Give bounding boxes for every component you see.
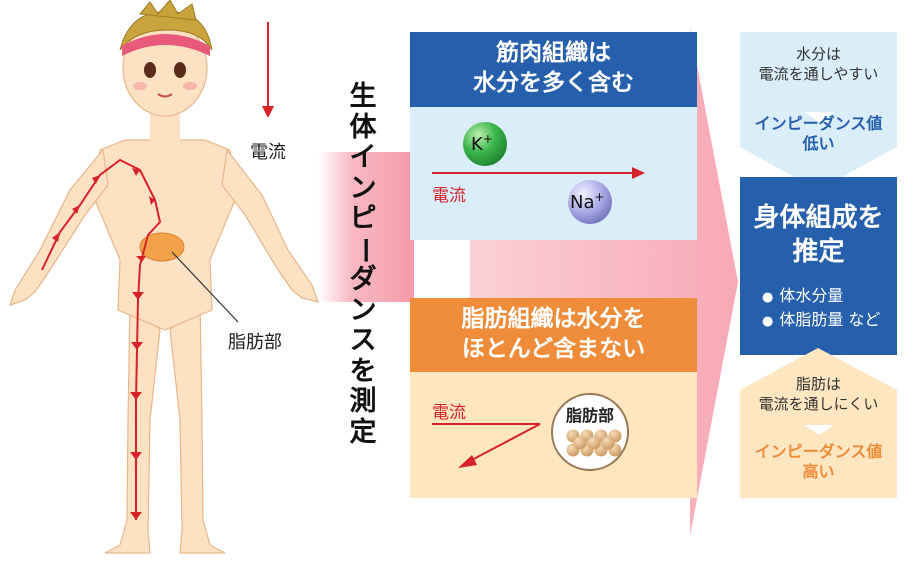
na-ion-sphere [568, 180, 612, 224]
bottom-note-strong2: 高い [802, 462, 835, 481]
right-top-note: 水分は 電流を通しやすい インピーダンス値 低い [740, 32, 897, 182]
bullet-fat: 体脂肪量 など [762, 309, 880, 333]
center-line1: 身体組成を [753, 203, 884, 233]
top-note-strong2: 低い [802, 134, 835, 153]
human-figure [9, 0, 319, 554]
vertical-title-char: ピ [349, 203, 377, 234]
vertical-title-char: ス [349, 325, 377, 356]
k-ion-sphere [463, 122, 507, 166]
vertical-title-char: 測 [349, 386, 377, 417]
muscle-current-label: 電流 [432, 186, 466, 206]
center-line2: 推定 [792, 237, 845, 267]
muscle-title-line2: 水分を多く含む [473, 70, 634, 96]
k-ion-label: K+ [471, 132, 493, 155]
bottom-note-line1: 脂肪は [795, 375, 841, 393]
bullet-water: 体水分量 [762, 285, 880, 309]
fat-box-body: 電流 脂肪部 [410, 372, 697, 498]
vertical-title-char: 生 [349, 81, 377, 112]
vertical-title-char: ダ [349, 264, 377, 295]
pink-band [318, 152, 414, 302]
fat-part-label: 脂肪部 [228, 332, 282, 353]
vertical-title-char: を [349, 355, 377, 387]
bottom-note-strong1: インピーダンス値 [754, 442, 883, 461]
top-note-line1: 水分は [795, 45, 841, 63]
fat-title-line2: ほとんど含まない [461, 336, 646, 362]
vertical-title-char: 定 [349, 416, 377, 448]
vertical-title-char: ン [349, 172, 377, 204]
vertical-title-char: 体 [349, 111, 377, 143]
bottom-note-line2: 電流を通しにくい [758, 395, 879, 413]
muscle-box-graphics [432, 122, 645, 224]
fat-box-graphics [432, 393, 629, 471]
fat-current-label: 電流 [432, 403, 466, 423]
big-pink-arrow [470, 28, 738, 536]
vertical-title: 生体インピーダンスを測定 [346, 81, 380, 448]
fat-title-line1: 脂肪組織は水分を [461, 306, 646, 332]
fat-box-title: 脂肪組織は水分を ほとんど含まない [410, 298, 697, 372]
muscle-box-title: 筋肉組織は 水分を多く含む [410, 32, 697, 107]
current-arrowhead [632, 167, 645, 179]
vertical-title-char: ン [349, 294, 377, 326]
na-ion-label: Na+ [570, 190, 605, 213]
right-center-block: 身体組成を 推定 体水分量 体脂肪量 など [740, 177, 897, 355]
fat-cell-label: 脂肪部 [565, 406, 614, 425]
muscle-box-body: K+ Na+ 電流 [410, 107, 697, 240]
right-bottom-note: 脂肪は 電流を通しにくい インピーダンス値 高い [740, 348, 897, 498]
vertical-title-char: ー [348, 236, 380, 264]
bottom-note-shape [740, 348, 897, 498]
deflected-arrowhead [458, 455, 477, 468]
top-note-strong1: インピーダンス値 [754, 114, 883, 133]
vertical-title-char: イ [349, 142, 377, 173]
center-bullets: 体水分量 体脂肪量 など [762, 285, 880, 333]
muscle-title-line1: 筋肉組織は [496, 40, 611, 66]
top-note-line2: 電流を通しやすい [758, 65, 879, 83]
current-label: 電流 [250, 142, 286, 163]
top-note-shape [740, 32, 897, 190]
